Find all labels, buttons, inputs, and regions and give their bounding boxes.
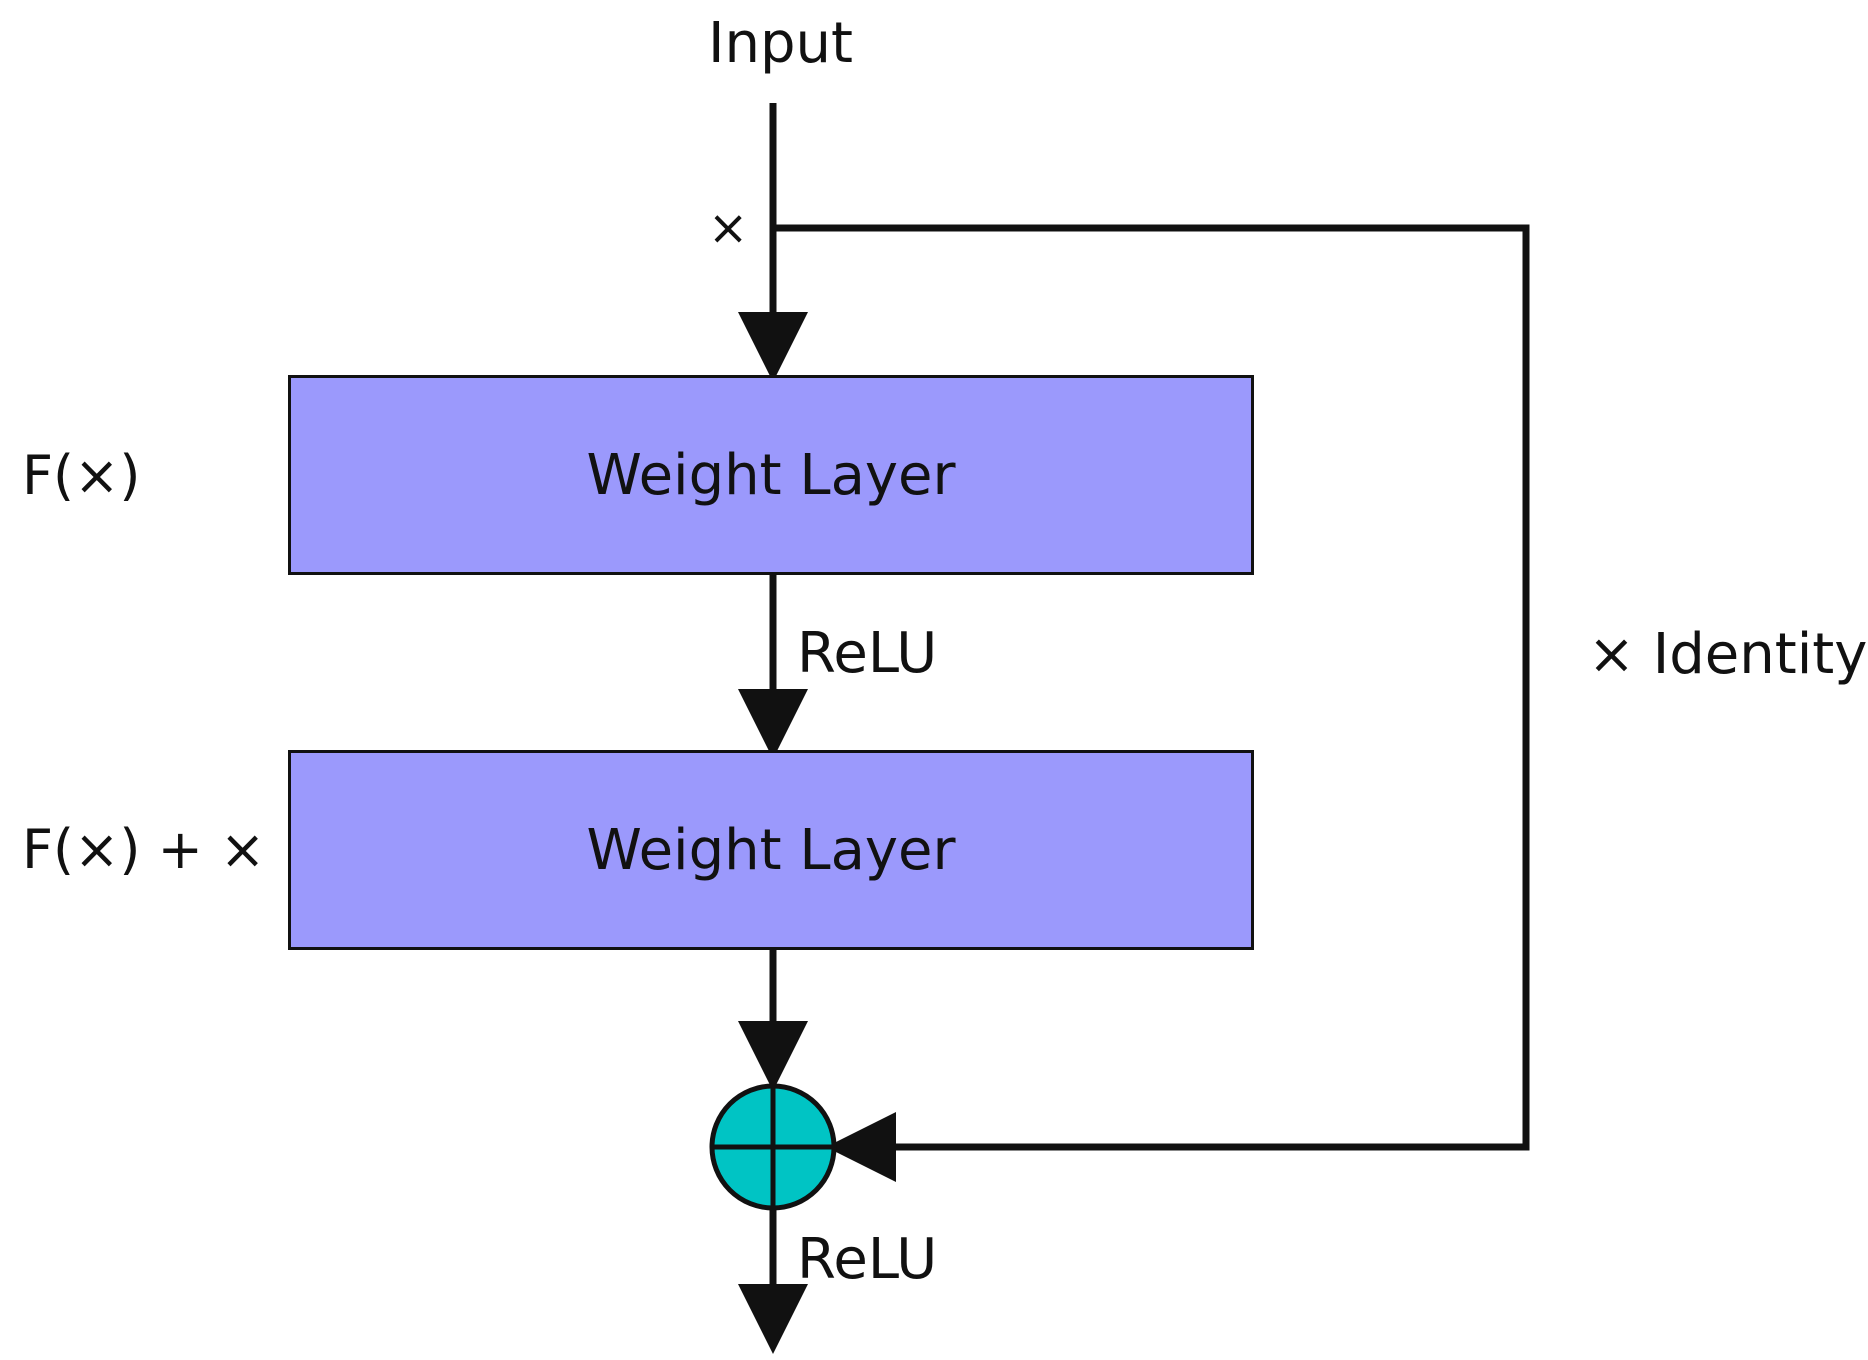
circled-plus-icon <box>709 1083 837 1211</box>
weight-layer-2-label: Weight Layer <box>586 817 956 883</box>
relu-label-out: ReLU <box>797 1227 938 1292</box>
relu-label-mid: ReLU <box>797 621 938 686</box>
input-label: Input <box>708 11 854 76</box>
fx-plus-x-label: F(×) + × <box>22 818 266 881</box>
weight-layer-1: Weight Layer <box>288 375 1254 575</box>
weight-layer-2: Weight Layer <box>288 750 1254 950</box>
weight-layer-1-label: Weight Layer <box>586 442 956 508</box>
x-label: × <box>708 200 749 256</box>
identity-label: × Identity <box>1588 622 1868 687</box>
fx-label: F(×) <box>22 444 141 507</box>
identity-skip-connection <box>773 224 1530 1182</box>
